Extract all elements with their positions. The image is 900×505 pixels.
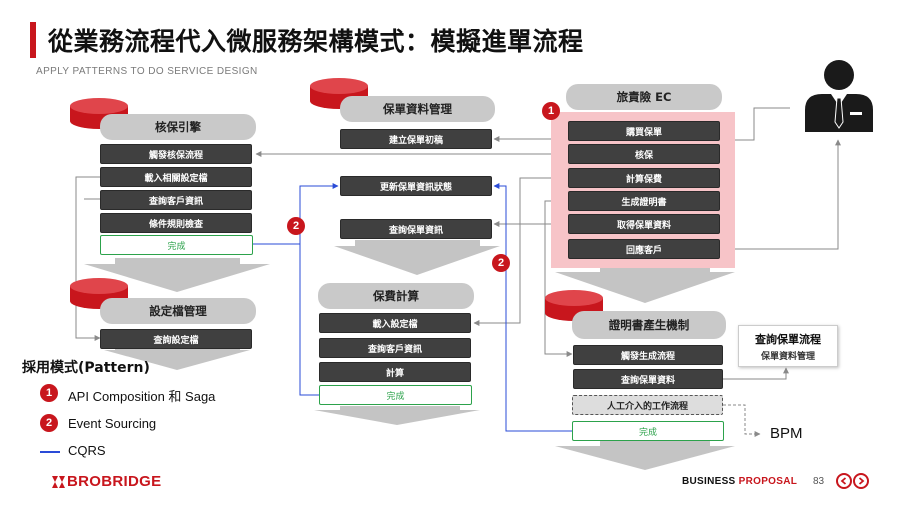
step-query-customer: 查詢客戶資訊 <box>100 190 252 210</box>
step-done-certificate: 完成 <box>572 421 724 441</box>
user-icon <box>805 60 873 132</box>
page-number: 83 <box>813 476 825 487</box>
proposal-word-business: BUSINESS <box>682 476 736 487</box>
query-flow-title: 查詢保單流程 <box>755 332 821 346</box>
page-title: 從業務流程代入微服務架構模式：模擬進單流程 <box>48 27 584 56</box>
step-get-policy-data: 取得保單資料 <box>568 214 720 234</box>
legend-cqrs-line <box>40 451 60 453</box>
service-header-policy: 保單資料管理 <box>340 96 495 122</box>
flow-down-arrows <box>84 240 735 470</box>
step-respond-customer: 回應客戶 <box>568 239 720 259</box>
step-query-policy-data: 查詢保單資料 <box>573 369 723 389</box>
step-underwrite: 核保 <box>568 144 720 164</box>
step-query-policy: 查詢保單資訊 <box>340 219 492 239</box>
step-done-premium: 完成 <box>319 385 472 405</box>
service-header-certificate: 證明書產生機制 <box>572 311 726 339</box>
next-page-icon <box>858 477 865 485</box>
service-header-underwriting: 核保引擎 <box>100 114 256 140</box>
logo-text: BROBRIDGE <box>67 473 162 490</box>
prev-page-button[interactable] <box>836 473 852 489</box>
step-manual-workflow: 人工介入的工作流程 <box>572 395 723 415</box>
step-create-draft: 建立保單初稿 <box>340 129 492 149</box>
step-buy-policy: 購買保單 <box>568 121 720 141</box>
step-load-settings: 載入相關設定檔 <box>100 167 252 187</box>
legend-marker-1: 1 <box>40 384 58 402</box>
query-flow-subtitle: 保單資料管理 <box>760 351 815 362</box>
step-generate-certificate: 生成證明書 <box>568 191 720 211</box>
service-header-travel-ec: 旅責險 EC <box>566 84 722 110</box>
badge-event-sourcing-right: 2 <box>492 254 510 272</box>
query-policy-flow-box: 查詢保單流程 保單資料管理 <box>738 325 838 367</box>
step-update-status: 更新保單資訊狀態 <box>340 176 492 196</box>
legend-label-event-sourcing: Event Sourcing <box>68 416 157 431</box>
bpm-label: BPM <box>770 425 803 442</box>
step-calc-premium: 計算保費 <box>568 168 720 188</box>
step-trigger-underwriting: 觸發核保流程 <box>100 144 252 164</box>
step-trigger-generation: 觸發生成流程 <box>573 345 723 365</box>
legend-marker-2: 2 <box>40 414 58 432</box>
service-header-premium: 保費計算 <box>318 283 474 309</box>
step-done-underwriting: 完成 <box>100 235 253 255</box>
service-header-config: 設定檔管理 <box>100 298 256 324</box>
page-subtitle: APPLY PATTERNS TO DO SERVICE DESIGN <box>36 66 258 77</box>
logo-mark-icon <box>52 475 65 488</box>
badge-event-sourcing-left: 2 <box>287 217 305 235</box>
title-accent-bar <box>30 22 36 58</box>
legend-label-cqrs: CQRS <box>68 443 106 458</box>
step-query-config: 查詢設定檔 <box>100 329 252 349</box>
step-load-config: 載入設定檔 <box>319 313 471 333</box>
step-calculate: 計算 <box>319 362 471 382</box>
step-rule-check: 條件規則檢查 <box>100 213 252 233</box>
proposal-word-proposal: PROPOSAL <box>738 476 798 487</box>
legend-label-api-composition: API Composition 和 Saga <box>68 389 216 404</box>
legend-title: 採用模式(Pattern) <box>22 360 150 376</box>
step-query-customer-premium: 查詢客戶資訊 <box>319 338 471 358</box>
brand-logo: BROBRIDGE <box>52 473 161 490</box>
prev-page-icon <box>840 477 847 485</box>
next-page-button[interactable] <box>853 473 869 489</box>
badge-api-composition: 1 <box>542 102 560 120</box>
business-proposal: BUSINESS PROPOSAL <box>682 476 797 487</box>
